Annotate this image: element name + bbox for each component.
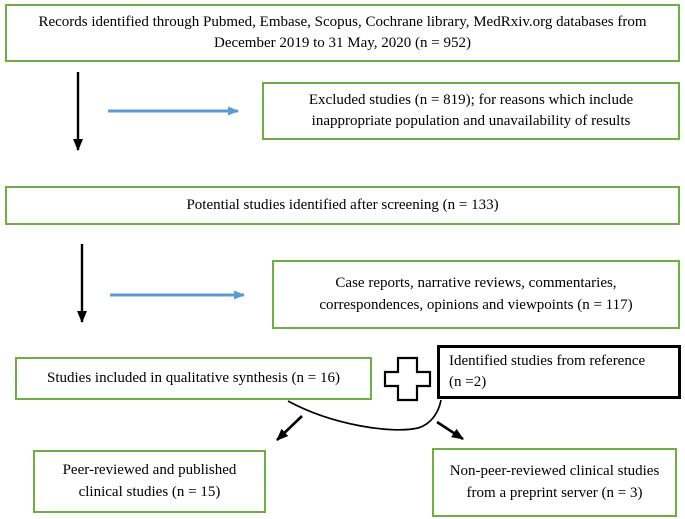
arrow-to-peer-reviewed [276, 415, 303, 441]
box-case-reports-excluded: Case reports, narrative reviews, comment… [272, 260, 680, 329]
plus-icon [383, 356, 432, 402]
box-reference-studies: Identified studies from reference (n =2) [437, 345, 681, 399]
box-peer-reviewed-studies: Peer-reviewed and published clinical stu… [33, 450, 266, 513]
connector-reference-curve [287, 399, 442, 431]
box-qualitative-synthesis: Studies included in qualitative synthesi… [15, 357, 372, 400]
box-non-peer-reviewed-studies: Non-peer-reviewed clinical studies from … [432, 448, 677, 517]
arrow-to-non-peer-reviewed [436, 420, 464, 441]
box-records-identified: Records identified through Pubmed, Embas… [5, 4, 680, 62]
box-potential-studies-screened: Potential studies identified after scree… [5, 186, 680, 225]
box-excluded-studies: Excluded studies (n = 819); for reasons … [262, 82, 680, 140]
